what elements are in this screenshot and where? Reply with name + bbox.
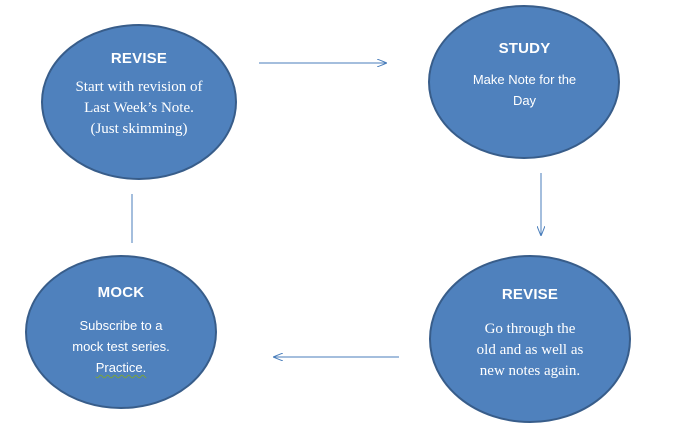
node-line: Day bbox=[512, 93, 537, 108]
node-study-text: STUDY Make Note for the Day bbox=[432, 40, 617, 111]
node-mock-text: MOCK Subscribe to a mock test series. Pr… bbox=[26, 284, 216, 378]
node-line: (Just skimming) bbox=[90, 121, 188, 137]
node-title: REVISE bbox=[501, 286, 559, 303]
node-study bbox=[428, 5, 620, 159]
node-title: MOCK bbox=[97, 284, 145, 301]
node-revise-bottom bbox=[429, 255, 631, 423]
node-line: Make Note for the bbox=[472, 72, 577, 87]
node-line: mock test series. bbox=[72, 339, 170, 354]
node-revise-top-text: REVISE Start with revision of Last Week’… bbox=[44, 50, 234, 140]
node-title: REVISE bbox=[110, 50, 168, 67]
node-line: Go through the bbox=[484, 321, 576, 337]
node-revise-top bbox=[41, 24, 237, 180]
node-revise-bottom-text: REVISE Go through the old and as well as… bbox=[432, 286, 628, 382]
node-line: Start with revision of bbox=[75, 79, 203, 95]
node-line-text: Practice. bbox=[95, 360, 147, 375]
node-title: STUDY bbox=[498, 40, 551, 57]
node-line: old and as well as bbox=[476, 342, 584, 358]
node-line: new notes again. bbox=[479, 363, 581, 379]
node-line: Practice. bbox=[26, 357, 216, 378]
node-line: Last Week’s Note. bbox=[84, 100, 194, 116]
node-line: Subscribe to a bbox=[79, 318, 163, 333]
node-mock bbox=[25, 255, 217, 409]
